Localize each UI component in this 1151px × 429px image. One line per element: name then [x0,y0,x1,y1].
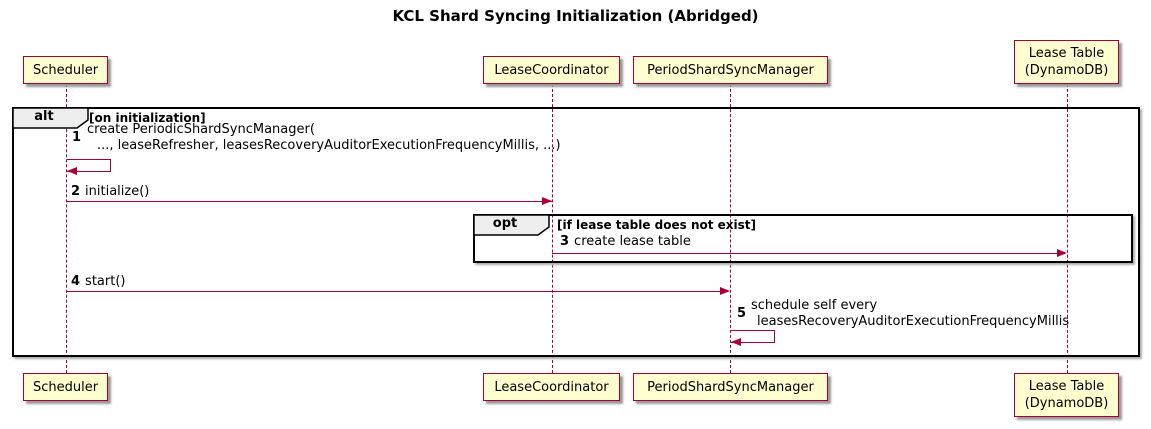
message-5-self-arrow [731,330,775,343]
participant-lease-coordinator-bottom: LeaseCoordinator [483,373,620,401]
alt-frame [12,107,1140,357]
opt-frame [473,214,1133,263]
participant-period-shard-sync-manager-bottom: PeriodShardSyncManager [633,373,828,401]
participant-lease-coordinator-top: LeaseCoordinator [483,56,620,84]
arrowhead-right-icon [1057,249,1067,257]
message-4-number: 4 [71,274,81,289]
participant-label: Lease Table [1028,46,1105,61]
message-5-text-line2: leasesRecoveryAuditorExecutionFrequencyM… [757,314,1070,329]
opt-operator-label: opt [492,216,518,231]
participant-label: Scheduler [32,62,99,78]
diagram-title: KCL Shard Syncing Initialization (Abridg… [392,7,759,25]
participant-label: PeriodShardSyncManager [647,379,814,395]
message-1-self-arrow [67,159,111,172]
alt-operator-pentagon [12,107,89,129]
message-2-arrow [67,201,552,202]
alt-operator-label: alt [34,109,54,124]
message-4-text: start() [85,274,126,289]
participant-label: PeriodShardSyncManager [647,62,814,78]
message-3-number: 3 [560,234,570,249]
message-3-arrow [552,253,1058,254]
lifeline-lease-table [1067,84,1068,373]
message-2-label: 2 initialize() [71,184,149,199]
participant-lease-table-top: Lease Table (DynamoDB) [1014,40,1119,84]
participant-period-shard-sync-manager-top: PeriodShardSyncManager [633,56,828,84]
message-2-text: initialize() [85,184,150,199]
message-4-label: 4 start() [71,274,125,289]
participant-label: Lease Table [1028,379,1105,394]
opt-operator-pentagon [473,214,550,236]
arrowhead-right-icon [542,197,552,205]
message-1-text-line2: ..., leaseRefresher, leasesRecoveryAudit… [97,138,561,153]
alt-condition: [on initialization] [89,111,206,125]
participant-scheduler-top: Scheduler [23,56,108,84]
arrowhead-right-icon [720,287,730,295]
arrowhead-left-icon [731,338,741,346]
message-5-number: 5 [737,306,747,321]
message-4-arrow [67,291,721,292]
arrowhead-left-icon [67,167,77,175]
lifeline-period-shard-sync-manager [730,84,731,373]
message-5-text-line1: schedule self every [751,298,878,313]
participant-label: (DynamoDB) [1024,63,1109,78]
participant-label: (DynamoDB) [1024,396,1109,411]
lifeline-scheduler [66,84,67,373]
lifeline-lease-coordinator [552,84,553,373]
message-3-text: create lease table [574,234,691,249]
participant-scheduler-bottom: Scheduler [23,373,108,401]
message-1-text-line1: create PeriodicShardSyncManager( [87,122,315,137]
participant-label: LeaseCoordinator [494,62,609,78]
message-1-number: 1 [72,130,82,145]
participant-label: Scheduler [32,379,99,395]
participant-lease-table-bottom: Lease Table (DynamoDB) [1014,373,1119,417]
participant-label: LeaseCoordinator [494,379,609,395]
message-2-number: 2 [71,184,81,199]
message-3-label: 3 create lease table [560,234,691,249]
opt-condition: [if lease table does not exist] [557,218,757,232]
